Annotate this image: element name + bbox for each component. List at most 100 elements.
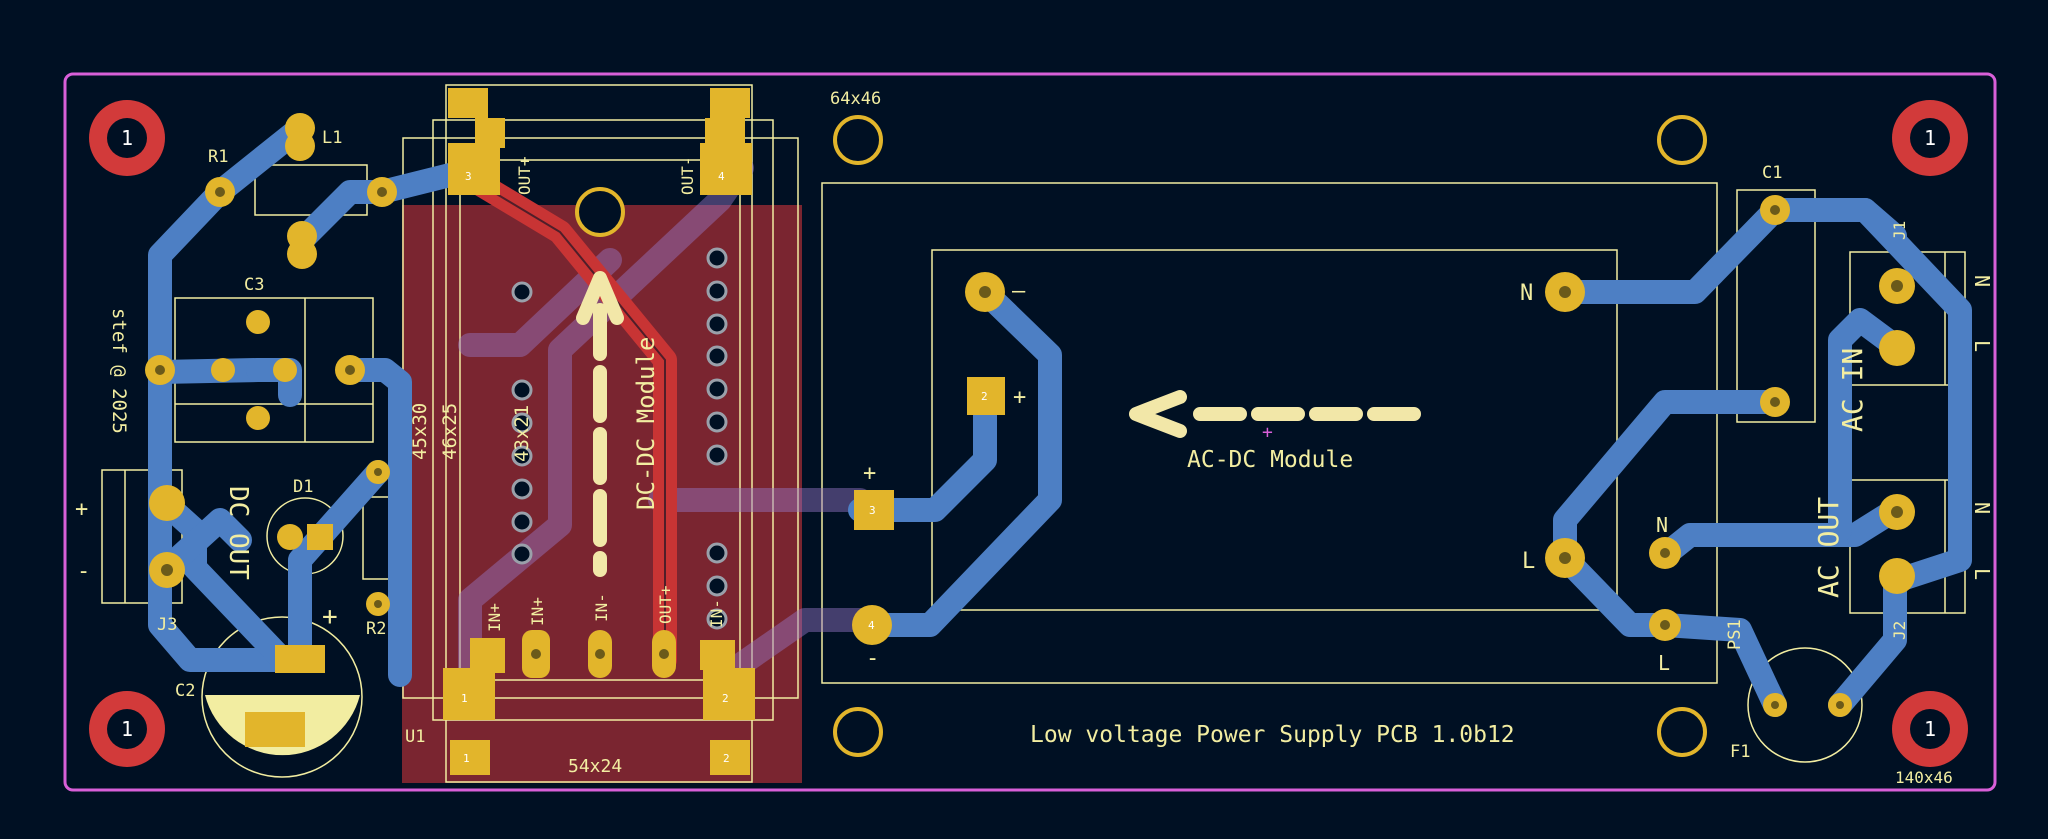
pad-l1-2[interactable] (287, 221, 317, 269)
svg-text:4: 4 (718, 170, 725, 183)
pad-j3-2[interactable] (149, 552, 185, 588)
in-minus-label-2: IN- (707, 599, 726, 628)
pad-c3-5[interactable] (246, 406, 270, 430)
mounting-hole-bl[interactable]: 1 (89, 691, 165, 767)
pad-c1-2[interactable] (1760, 387, 1790, 417)
pad-in-minus[interactable] (588, 630, 612, 678)
pad-u1-2-bottom[interactable]: 2 (703, 668, 755, 720)
pad-c2-1[interactable] (275, 645, 325, 673)
trace-blue-17 (1653, 498, 1907, 567)
out-plus-top-label: OUT+ (515, 156, 534, 195)
svg-text:4: 4 (868, 619, 875, 632)
outline-46x25 (432, 119, 774, 721)
trace-blue-10 (288, 460, 390, 672)
trace-blue-18 (1828, 308, 1907, 542)
pad-f1-2[interactable] (1828, 693, 1852, 717)
ref-u1: U1 (405, 727, 425, 747)
outline-c1 (1736, 189, 1816, 423)
pad-d1-2[interactable] (307, 524, 333, 550)
pad-ps1-l[interactable] (1545, 538, 1585, 578)
module-hole-3 (833, 707, 883, 757)
pad-out-plus[interactable] (652, 630, 676, 678)
pad-j2-2[interactable] (1879, 558, 1915, 594)
pad-c3-4[interactable] (273, 358, 297, 382)
size-45x30-label: 45x30 (409, 403, 431, 460)
pad-c3-6[interactable] (335, 355, 365, 385)
vout-plus-label: + (863, 461, 876, 486)
pad-u1-4-top[interactable]: 4 (700, 88, 752, 195)
vout-minus-label: - (866, 646, 879, 671)
pad-in-plus-1[interactable] (470, 638, 505, 673)
pad-u1-2-edge[interactable]: 2 (710, 740, 750, 775)
pad-ps1-minus[interactable] (965, 272, 1005, 312)
pad-u1-3-mid[interactable] (475, 118, 505, 148)
ref-r2: R2 (366, 619, 386, 639)
pad-c3-3[interactable] (246, 310, 270, 334)
pad-u1-4-mid[interactable] (705, 118, 745, 148)
via-column-right (706, 247, 728, 630)
pad-c3-1[interactable] (145, 355, 175, 385)
pad-f1-1[interactable] (1763, 693, 1787, 717)
ps1-l-label: L (1522, 549, 1535, 574)
pad-c3-2[interactable] (211, 358, 235, 382)
outline-64x46 (821, 182, 1718, 684)
pad-j1-2[interactable] (1879, 330, 1915, 366)
out-minus-top-label: OUT- (678, 156, 697, 195)
svg-text:1: 1 (463, 752, 470, 765)
svg-text:2: 2 (723, 752, 730, 765)
outline-f1 (1747, 647, 1863, 763)
board-edge-cuts (63, 72, 1997, 792)
pad-c1-1[interactable] (1760, 195, 1790, 225)
pad-u1-3-top[interactable]: 3 (448, 88, 500, 195)
trace-blue-19 (1653, 613, 1787, 717)
pad-j2-1[interactable] (1879, 494, 1915, 530)
mounting-hole-tl[interactable]: 1 (89, 100, 165, 176)
pad-j3-1[interactable] (149, 485, 185, 521)
pad-r1-2[interactable] (367, 177, 397, 207)
trace-blue-11 (848, 383, 997, 522)
ps1-plus-label: + (1013, 385, 1026, 410)
pad-r2-2[interactable] (366, 592, 390, 616)
pad-ps1-plus[interactable]: 2 (967, 377, 1005, 415)
j2-l-label: L (1970, 568, 1994, 580)
acdc-arrow-head (1129, 390, 1187, 438)
pad-in-minus-2[interactable] (700, 640, 735, 670)
pad-vout-minus[interactable]: 4 (852, 605, 892, 645)
mounting-hole-br[interactable]: 1 (1892, 691, 1968, 767)
pad-r2-1[interactable] (366, 460, 390, 484)
pad-ac-out-n[interactable] (1649, 537, 1681, 569)
size-54x24-label: 54x24 (568, 756, 622, 777)
module-hole-1 (833, 115, 883, 165)
pad-u1-1-edge[interactable]: 1 (450, 740, 490, 775)
ref-j2: J2 (1890, 621, 1909, 640)
ref-l1: L1 (322, 128, 342, 148)
via-column-left (511, 281, 533, 565)
size-64x46-label: 64x46 (830, 89, 881, 109)
pad-u1-1-bottom[interactable]: 1 (443, 668, 495, 720)
acdc-center-marker: + (1262, 422, 1273, 443)
pad-vout-plus[interactable]: 3 (854, 490, 894, 530)
pad-ac-out-l[interactable] (1649, 609, 1681, 641)
pad-d1-1[interactable] (277, 524, 303, 550)
pad-r1-1[interactable] (205, 177, 235, 207)
trace-blue-9 (153, 508, 252, 582)
ref-ps1: PS1 (1725, 619, 1745, 650)
ref-c3: C3 (244, 275, 264, 295)
ps1-minus-label: – (1012, 279, 1026, 304)
svg-text:3: 3 (869, 504, 876, 517)
ref-f1: F1 (1730, 742, 1750, 762)
ps1-n-label: N (1520, 281, 1533, 306)
pad-l1-1[interactable] (285, 113, 315, 161)
svg-text:2: 2 (981, 390, 988, 403)
trace-ghost-2 (718, 608, 872, 684)
outline-c2 (201, 616, 363, 778)
dc-out-label: DC OUT (223, 486, 253, 580)
pad-ps1-n[interactable] (1545, 272, 1585, 312)
pad-in-plus-2[interactable] (522, 630, 550, 678)
mounting-hole-tr[interactable]: 1 (1892, 100, 1968, 176)
in-minus-label-1: IN- (592, 593, 611, 622)
pad-j1-1[interactable] (1879, 268, 1915, 304)
j1-n-label: N (1970, 275, 1994, 287)
pad-c2-2[interactable] (245, 712, 305, 747)
